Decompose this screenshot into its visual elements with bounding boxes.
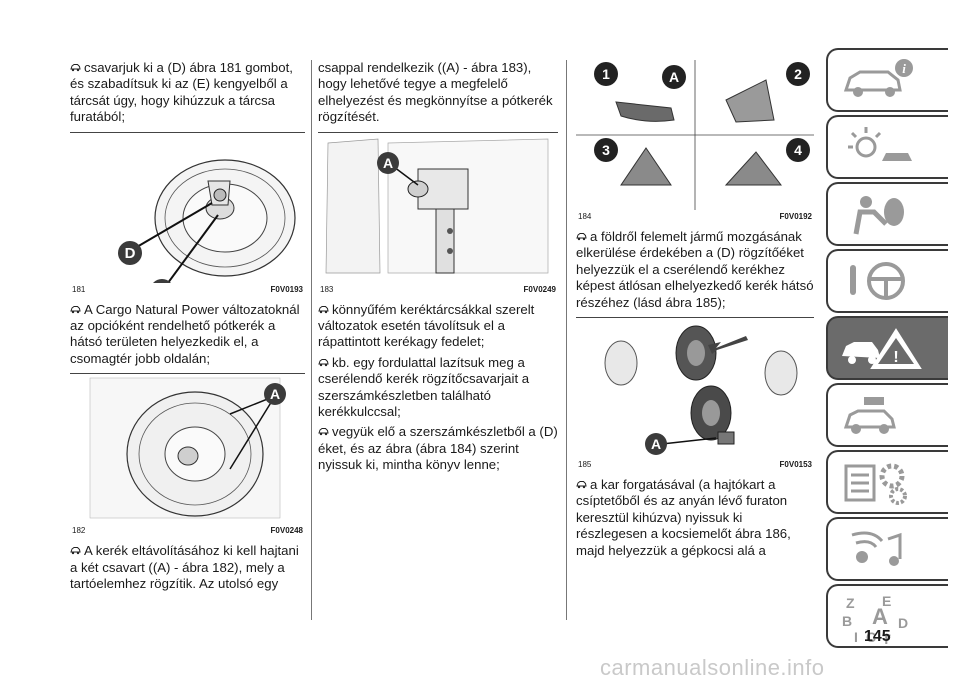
- index-letter: C: [866, 629, 876, 645]
- cargo-spare-wheel-illustration: A: [89, 377, 286, 519]
- airbag-safety-icon: [853, 196, 904, 235]
- column-2: csappal rendelkezik ((A) - ábra 183), ho…: [318, 60, 558, 478]
- figure-code: F0V0249: [523, 284, 556, 294]
- paragraph: könnyűfém keréktárcsákkal szerelt változ…: [318, 301, 535, 350]
- car-bullet-icon: [70, 305, 81, 313]
- figure-caption: 183 F0V0249: [318, 285, 558, 294]
- steering-key-icon: [850, 262, 905, 300]
- paragraph: a földről felemelt jármű mozgásának elke…: [576, 229, 814, 310]
- chock-placement-illustration: A: [604, 325, 798, 456]
- tab-emergency[interactable]: !: [826, 316, 948, 380]
- figure-number: 183: [320, 284, 334, 294]
- tab-airbag-safety[interactable]: [826, 182, 948, 246]
- figure-code: F0V0193: [270, 284, 303, 294]
- column-divider: [566, 60, 567, 620]
- tab-multimedia[interactable]: [826, 517, 948, 581]
- column-1: csavarjuk ki a (D) ábra 181 gombot, és s…: [70, 60, 305, 596]
- column-3: 1 A 2 3 4 184 F0V0192 a földről felemelt…: [576, 60, 814, 563]
- tab-car-info[interactable]: i: [826, 48, 948, 112]
- car-bullet-icon: [70, 547, 81, 555]
- index-letter: Z: [846, 595, 855, 611]
- wheel-bracket-illustration: A: [325, 138, 549, 274]
- figure-183: A 183 F0V0249: [318, 131, 558, 294]
- paragraph: csappal rendelkezik ((A) - ábra 183), ho…: [318, 60, 553, 125]
- tab-maintenance[interactable]: [826, 383, 948, 447]
- figure-code: F0V0153: [779, 460, 812, 470]
- step-2-label: 2: [794, 66, 802, 82]
- figure-number: 181: [72, 284, 86, 294]
- index-letter: I: [854, 629, 858, 645]
- label-d: D: [125, 245, 136, 262]
- tab-warning-lights[interactable]: [826, 115, 948, 179]
- emergency-icon: !: [842, 328, 922, 369]
- wheel-chock-steps-illustration: 1 A 2 3 4: [576, 60, 814, 210]
- car-bullet-icon: [576, 233, 587, 241]
- tab-steering-key[interactable]: [826, 249, 948, 313]
- figure-caption: 181 F0V0193: [70, 285, 305, 294]
- figure-number: 182: [72, 526, 86, 536]
- paragraph: kb. egy fordulattal lazítsuk meg a cseré…: [318, 354, 530, 420]
- tab-technical-data[interactable]: [826, 450, 948, 514]
- maintenance-icon: [843, 397, 896, 434]
- index-letter: T: [882, 631, 891, 646]
- figure-code: F0V0248: [270, 526, 303, 536]
- figure-number: 185: [578, 460, 592, 470]
- label-a: A: [383, 155, 393, 171]
- label-a: A: [651, 436, 661, 452]
- car-bullet-icon: [318, 428, 329, 436]
- car-bullet-icon: [576, 481, 587, 489]
- multimedia-icon: [851, 531, 902, 566]
- warning-lights-icon: [848, 127, 912, 161]
- label-a: A: [270, 386, 280, 402]
- figure-number: 184: [578, 212, 592, 221]
- column-divider: [311, 60, 312, 620]
- step-1-label: 1: [602, 66, 610, 82]
- paragraph: csavarjuk ki a (D) ábra 181 gombot, és s…: [70, 60, 293, 125]
- index-letter: A: [872, 604, 888, 629]
- figure-caption: 182 F0V0248: [70, 526, 305, 535]
- label-a: A: [669, 69, 679, 85]
- figure-182: A 182 F0V0248: [70, 373, 305, 535]
- figure-code: F0V0192: [779, 212, 812, 221]
- step-3-label: 3: [602, 142, 610, 158]
- svg-text:!: !: [893, 349, 898, 366]
- paragraph: vegyük elő a szerszámkészletből a (D) ék…: [318, 424, 558, 473]
- car-bullet-icon: [318, 358, 329, 367]
- watermark: carmanualsonline.info: [600, 655, 825, 680]
- tab-index[interactable]: Z E B A D I C T: [826, 584, 948, 648]
- spare-wheel-bolt-illustration: D E: [118, 159, 296, 283]
- step-4-label: 4: [794, 142, 802, 158]
- car-bullet-icon: [70, 64, 81, 72]
- technical-data-icon: [844, 463, 907, 505]
- figure-caption: 184 F0V0192: [576, 212, 814, 221]
- paragraph: a kar forgatásával (a hajtókart a csípte…: [576, 477, 791, 558]
- paragraph: A kerék eltávolításához ki kell hajtani …: [70, 543, 299, 592]
- page-number: 145: [864, 628, 891, 645]
- paragraph: A Cargo Natural Power változatoknál az o…: [70, 301, 300, 366]
- svg-text:i: i: [902, 61, 906, 76]
- figure-185: A 185 F0V0153: [576, 317, 814, 469]
- index-icon: Z E B A D I C T: [842, 593, 908, 646]
- chapter-tabs: i !: [826, 48, 948, 651]
- figure-caption: 185 F0V0153: [576, 460, 814, 469]
- index-letter: B: [842, 613, 852, 629]
- figure-181: D E 181 F0V0193: [70, 131, 305, 294]
- figure-184: 1 A 2 3 4 184 F0V0192: [576, 60, 814, 221]
- car-info-icon: i: [843, 59, 913, 97]
- car-bullet-icon: [318, 305, 329, 313]
- index-letter: D: [898, 615, 908, 631]
- index-letter: E: [882, 593, 891, 609]
